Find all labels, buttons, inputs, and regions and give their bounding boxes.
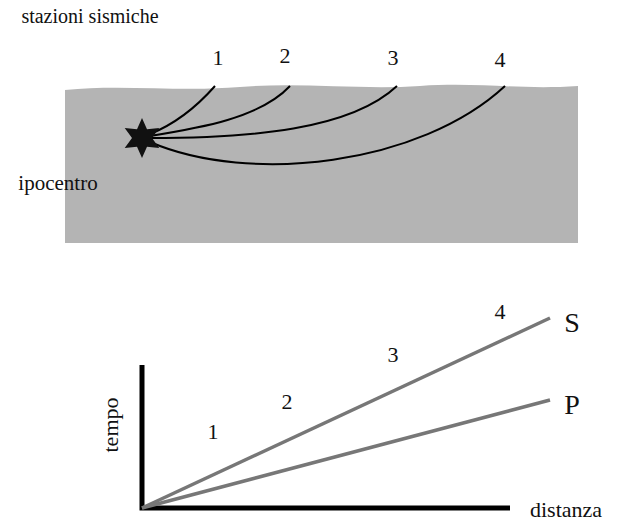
p-wave-line bbox=[142, 400, 550, 508]
station-number: 2 bbox=[282, 391, 293, 413]
station-number: 1 bbox=[213, 47, 224, 69]
s-wave-line bbox=[142, 318, 550, 508]
station-number: 2 bbox=[280, 45, 291, 67]
graph-axes bbox=[142, 365, 510, 508]
wave-label: P bbox=[564, 391, 580, 419]
earth-section bbox=[65, 85, 578, 243]
station-number: 4 bbox=[495, 301, 506, 323]
station-number: 1 bbox=[208, 421, 219, 443]
caption-text: stazioni sismiche bbox=[21, 6, 158, 26]
hypocenter-label: ipocentro bbox=[18, 173, 97, 194]
axis-label: tempo bbox=[99, 398, 121, 453]
wave-label: S bbox=[564, 309, 580, 337]
station-number: 3 bbox=[388, 47, 399, 69]
seismic-rays bbox=[150, 86, 505, 164]
station-number: 3 bbox=[388, 344, 399, 366]
axis-label: distanza bbox=[530, 499, 602, 521]
station-number: 4 bbox=[495, 49, 506, 71]
hypocenter-star bbox=[125, 118, 160, 158]
